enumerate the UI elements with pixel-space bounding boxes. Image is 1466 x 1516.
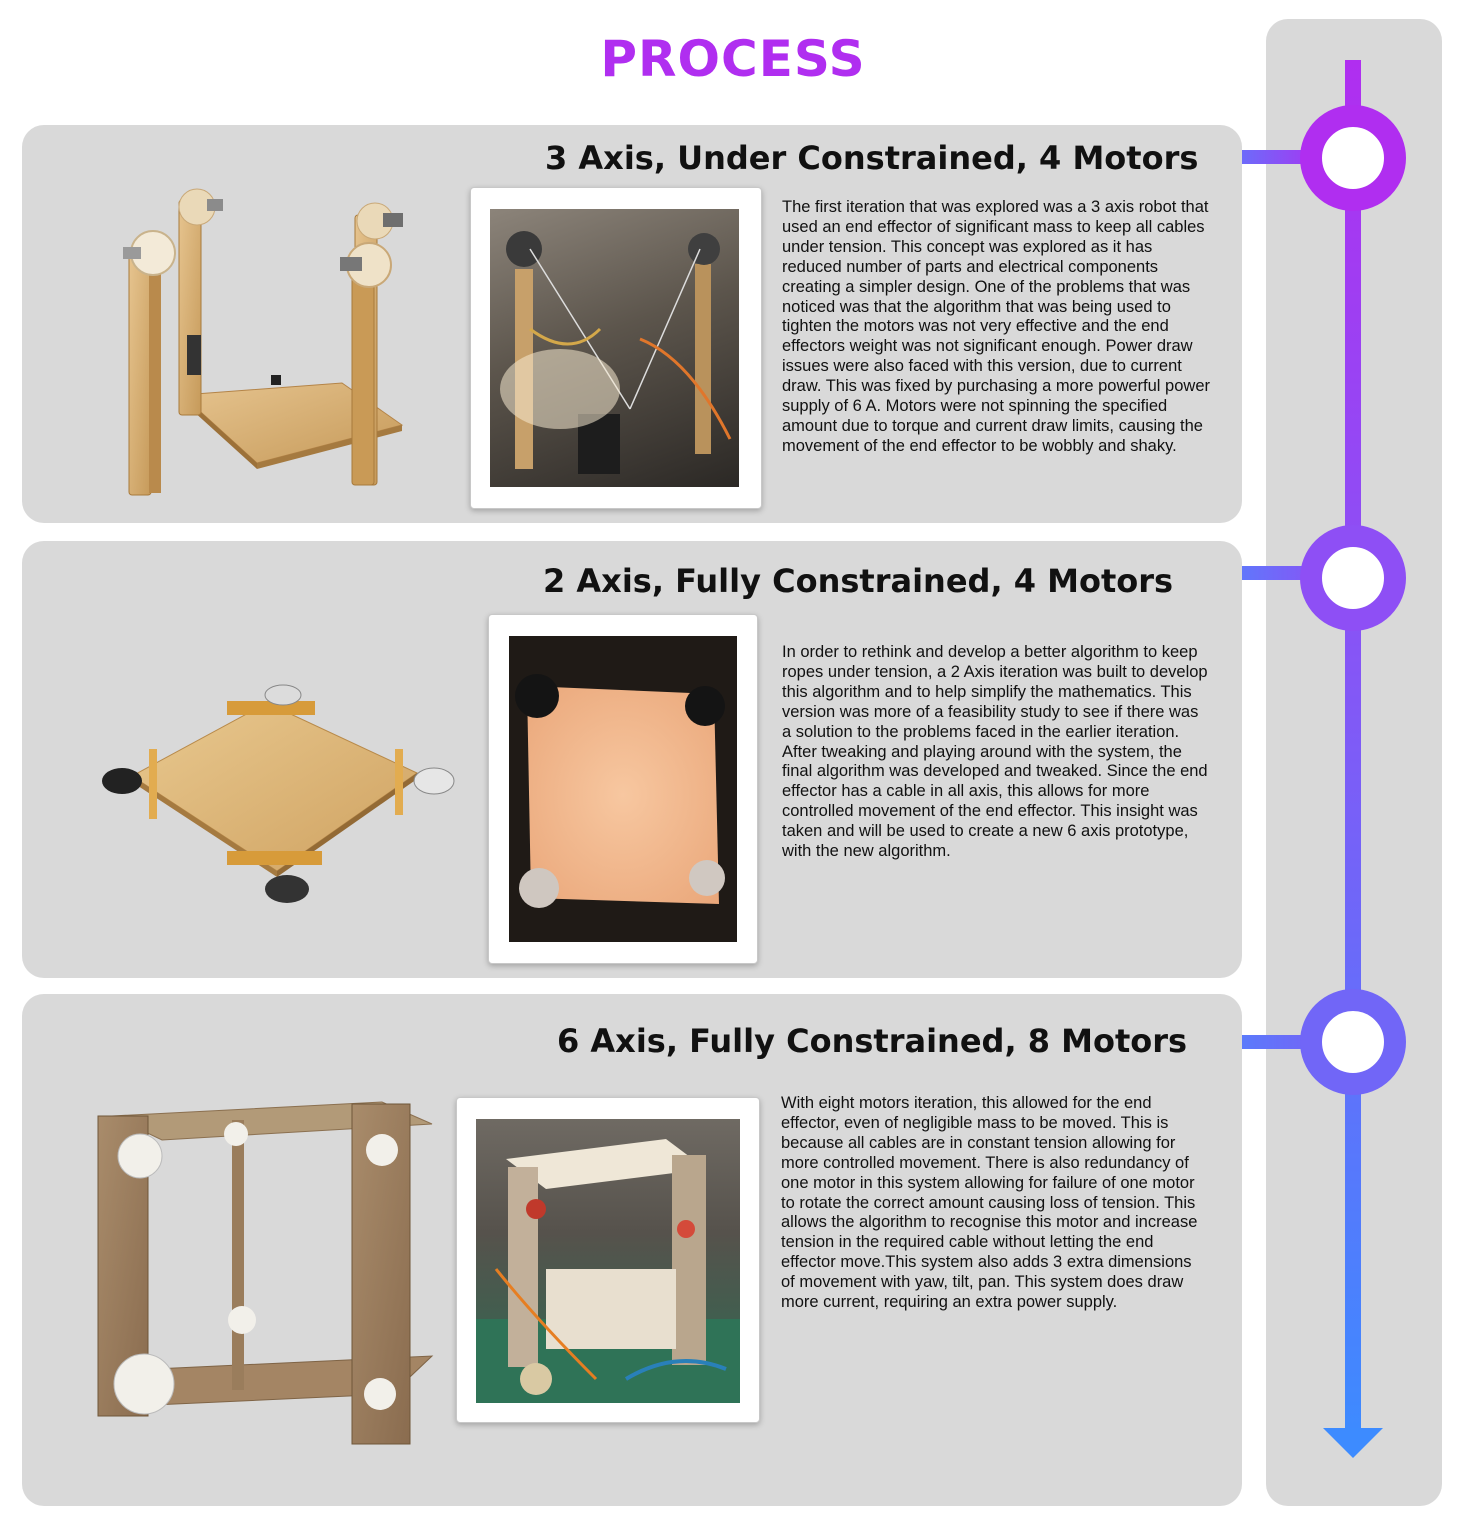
card-heading: 6 Axis, Fully Constrained, 8 Motors [557,1022,1188,1060]
photo-frame-3-axis [470,187,762,509]
card-description: The first iteration that was explored wa… [782,198,1210,455]
process-card-3-axis: 3 Axis, Under Constrained, 4 Motors The … [22,125,1242,523]
card-description: With eight motors iteration, this allowe… [781,1094,1198,1312]
cad-render-6-axis [97,1101,434,1445]
card-heading: 3 Axis, Under Constrained, 4 Motors [545,139,1199,177]
photo-frame-2-axis [488,614,758,964]
timeline-line [1345,60,1361,1440]
photo-3-axis-prototype [490,209,739,487]
timeline-arrow-icon [1323,1428,1383,1458]
cad-render-2-axis [102,684,455,903]
timeline-node-icon [1300,525,1406,631]
cad-render-3-axis [123,188,404,496]
photo-frame-6-axis [456,1097,760,1423]
card-description: In order to rethink and develop a better… [782,643,1208,861]
photo-6-axis-prototype [476,1119,740,1403]
page-title: PROCESS [600,30,866,88]
timeline-node-icon [1300,105,1406,211]
card-heading: 2 Axis, Fully Constrained, 4 Motors [543,562,1174,600]
timeline-node-icon [1300,989,1406,1095]
process-card-6-axis: 6 Axis, Fully Constrained, 8 Motors With… [22,994,1242,1506]
photo-2-axis-prototype [509,636,737,942]
process-card-2-axis: 2 Axis, Fully Constrained, 4 Motors In o… [22,541,1242,978]
